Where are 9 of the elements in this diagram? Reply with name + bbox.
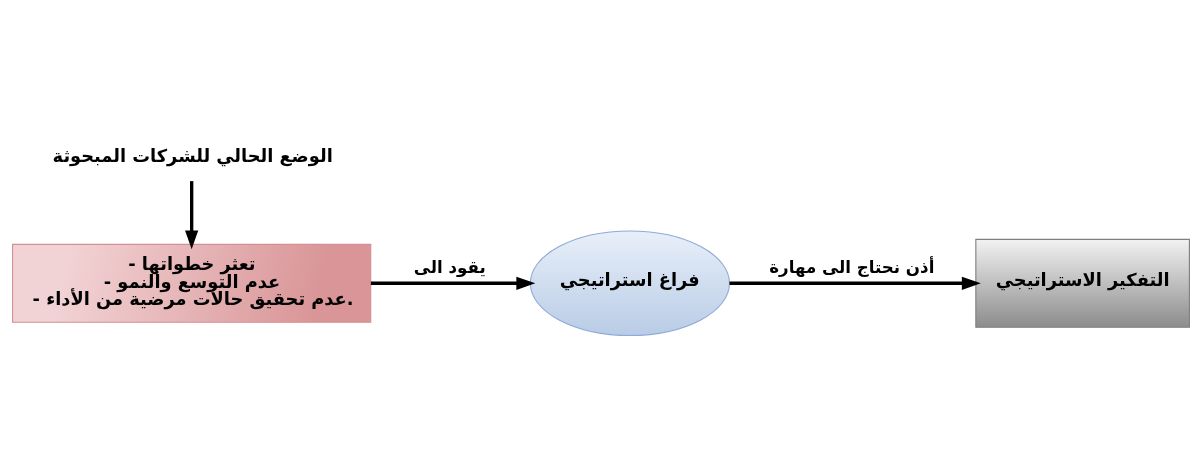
arrow xyxy=(729,276,981,290)
node-box: - تعثر خطواتها - عدم التوسع والنمو - عدم تحقيق حالات مرضية من الأداء. xyxy=(12,243,372,323)
node-box: التفكير الاستراتيجي xyxy=(975,238,1190,328)
node-ellipse: فراغ استراتيجي xyxy=(529,229,731,336)
node-text: الوضع الحالي للشركات المبحوثة xyxy=(52,144,333,166)
edge-label: أذن نحتاج الى مهارة xyxy=(769,257,935,277)
edge-label: يقود الى xyxy=(413,257,486,277)
arrow xyxy=(370,276,536,290)
arrow xyxy=(185,180,199,249)
